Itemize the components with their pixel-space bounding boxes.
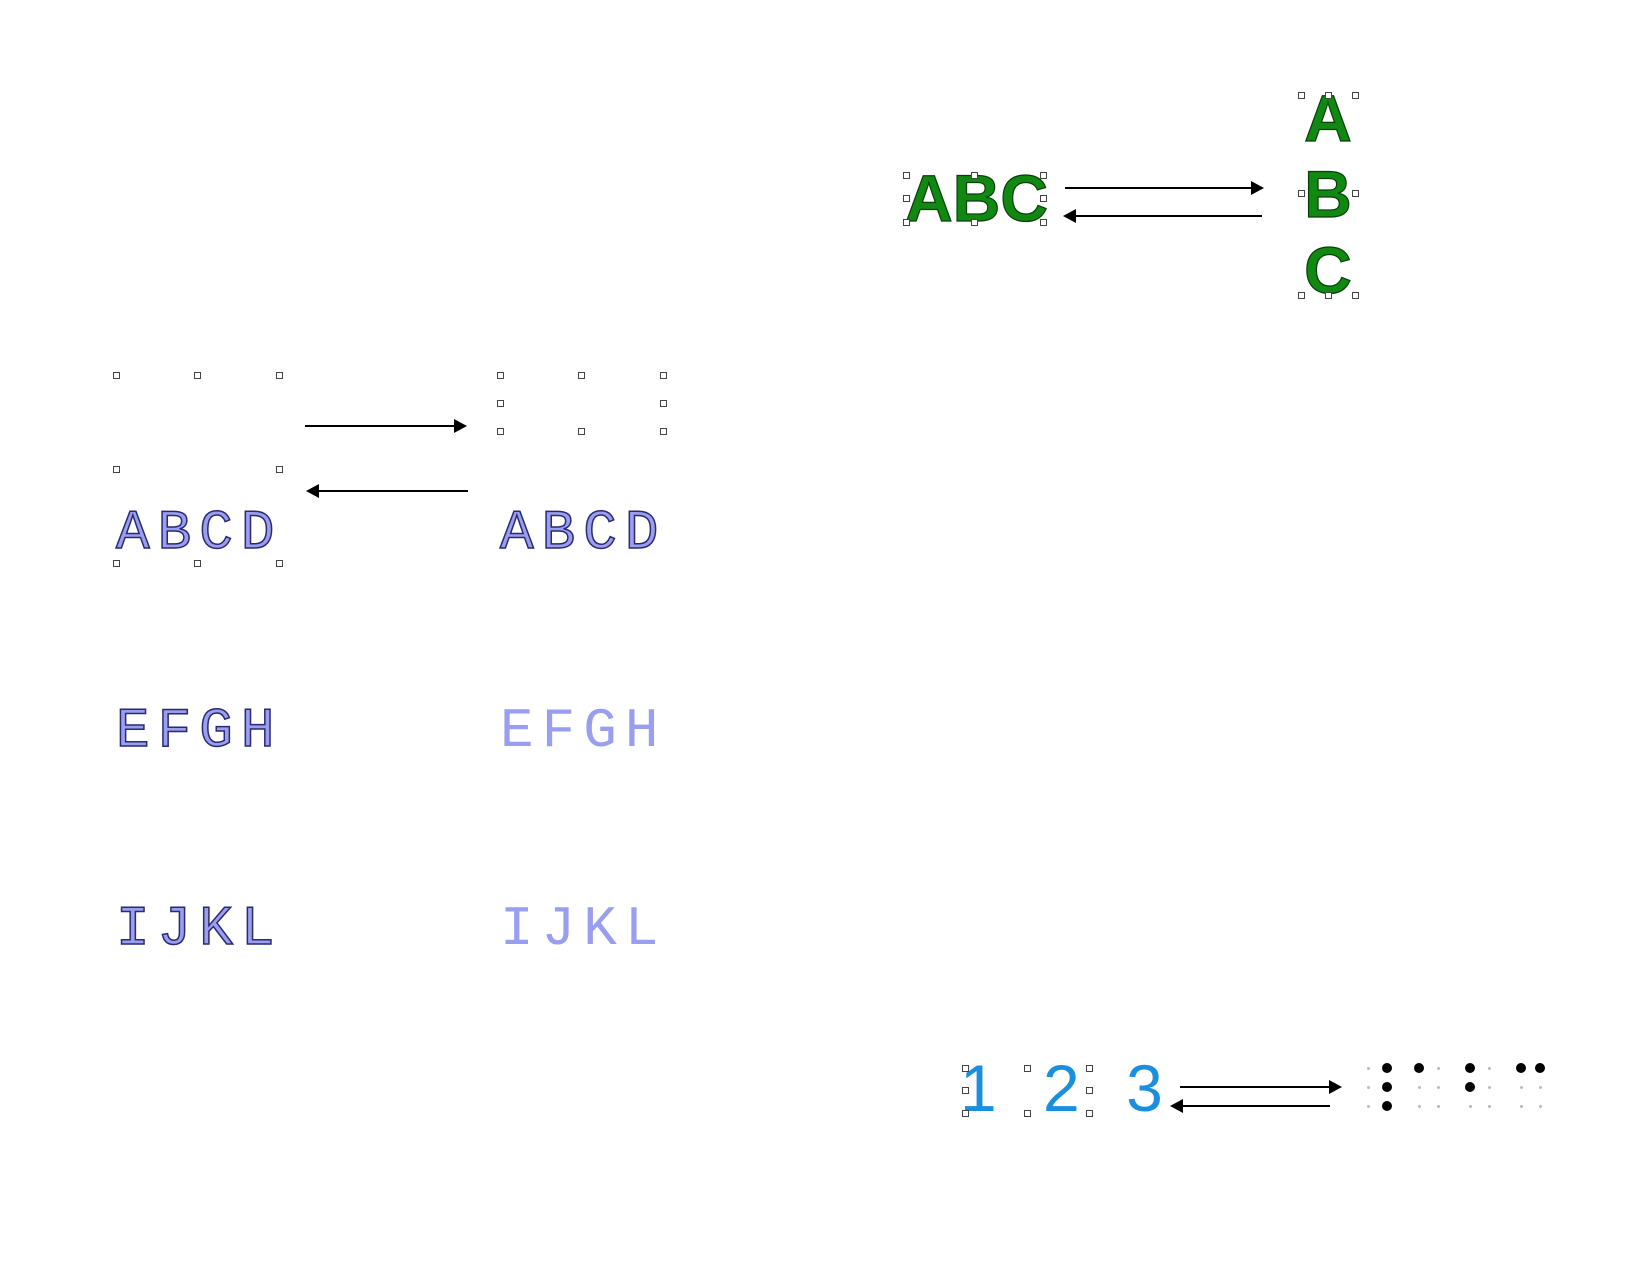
braille-dot-raised (1465, 1063, 1475, 1073)
selection-handle[interactable] (903, 172, 910, 179)
selection-handle[interactable] (113, 560, 120, 567)
selection-handle[interactable] (1086, 1087, 1093, 1094)
selection-handle[interactable] (276, 372, 283, 379)
right-arrow (1180, 1080, 1342, 1094)
selection-handle[interactable] (1352, 190, 1359, 197)
vertical-text[interactable]: A B C (1303, 80, 1353, 308)
source-text-block[interactable]: ABCD EFGH IJKL (115, 368, 283, 1028)
selection-handle[interactable] (276, 466, 283, 473)
selection-handle[interactable] (194, 372, 201, 379)
braille-dot-flat (1487, 1066, 1491, 1070)
braille-dot-flat (1538, 1085, 1542, 1089)
selection-handle[interactable] (971, 172, 978, 179)
selection-handle[interactable] (497, 428, 504, 435)
selection-handle[interactable] (962, 1065, 969, 1072)
selection-handle[interactable] (276, 560, 283, 567)
text-line: IJKL (115, 896, 283, 962)
selection-handle[interactable] (1352, 92, 1359, 99)
braille-dot-flat (1487, 1085, 1491, 1089)
left-arrow (1063, 209, 1262, 223)
braille-dot-raised (1535, 1063, 1545, 1073)
braille-dot-raised (1382, 1082, 1392, 1092)
braille-dot-flat (1417, 1085, 1421, 1089)
braille-dot-flat (1538, 1104, 1542, 1108)
letter: B (1304, 156, 1353, 231)
digit-text[interactable]: 1 2 3 (960, 1051, 1177, 1125)
selection-handle[interactable] (1298, 190, 1305, 197)
selection-handle[interactable] (1040, 195, 1047, 202)
selection-handle[interactable] (1086, 1065, 1093, 1072)
selection-handle[interactable] (113, 466, 120, 473)
selection-handle[interactable] (1040, 172, 1047, 179)
left-arrow (1170, 1099, 1330, 1113)
selection-handle[interactable] (660, 428, 667, 435)
selection-handle[interactable] (971, 219, 978, 226)
text-line: EFGH (115, 698, 283, 764)
text-line: EFGH (500, 699, 667, 763)
braille-dot-raised (1382, 1063, 1392, 1073)
braille-dot-raised (1516, 1063, 1526, 1073)
braille-dot-flat (1366, 1085, 1370, 1089)
braille-dot-flat (1487, 1104, 1491, 1108)
left-arrow (306, 484, 468, 498)
braille-dot-flat (1436, 1066, 1440, 1070)
selection-handle[interactable] (962, 1087, 969, 1094)
selection-handle[interactable] (1298, 292, 1305, 299)
braille-dot-raised (1382, 1101, 1392, 1111)
selection-handle[interactable] (1325, 292, 1332, 299)
text-line: IJKL (500, 897, 667, 961)
selection-handle[interactable] (497, 372, 504, 379)
selection-handle[interactable] (903, 195, 910, 202)
braille-dot-flat (1519, 1085, 1523, 1089)
braille-dot-flat (1519, 1104, 1523, 1108)
selection-handle[interactable] (962, 1110, 969, 1117)
braille-dot-flat (1366, 1066, 1370, 1070)
selection-handle[interactable] (1086, 1110, 1093, 1117)
braille-dot-flat (1468, 1104, 1472, 1108)
braille-dot-flat (1436, 1085, 1440, 1089)
braille-dot-raised (1414, 1063, 1424, 1073)
selection-handle[interactable] (1298, 92, 1305, 99)
braille-dot-flat (1417, 1104, 1421, 1108)
selection-handle[interactable] (1024, 1065, 1031, 1072)
target-text-block[interactable]: ABCD EFGH IJKL (499, 368, 667, 1028)
selection-handle[interactable] (1352, 292, 1359, 299)
braille-dot-flat (1436, 1104, 1440, 1108)
right-arrow (1065, 181, 1264, 195)
selection-handle[interactable] (578, 428, 585, 435)
braille-dot-raised (1465, 1082, 1475, 1092)
braille-dot-flat (1366, 1104, 1370, 1108)
selection-handle[interactable] (1325, 92, 1332, 99)
text-line: ABCD (115, 500, 283, 566)
selection-handle[interactable] (660, 372, 667, 379)
selection-handle[interactable] (660, 400, 667, 407)
selection-handle[interactable] (1024, 1110, 1031, 1117)
selection-handle[interactable] (903, 219, 910, 226)
selection-handle[interactable] (113, 372, 120, 379)
text-line: ABCD (499, 500, 667, 566)
right-arrow (305, 419, 467, 433)
selection-handle[interactable] (578, 372, 585, 379)
selection-handle[interactable] (1040, 219, 1047, 226)
selection-handle[interactable] (194, 560, 201, 567)
selection-handle[interactable] (497, 400, 504, 407)
